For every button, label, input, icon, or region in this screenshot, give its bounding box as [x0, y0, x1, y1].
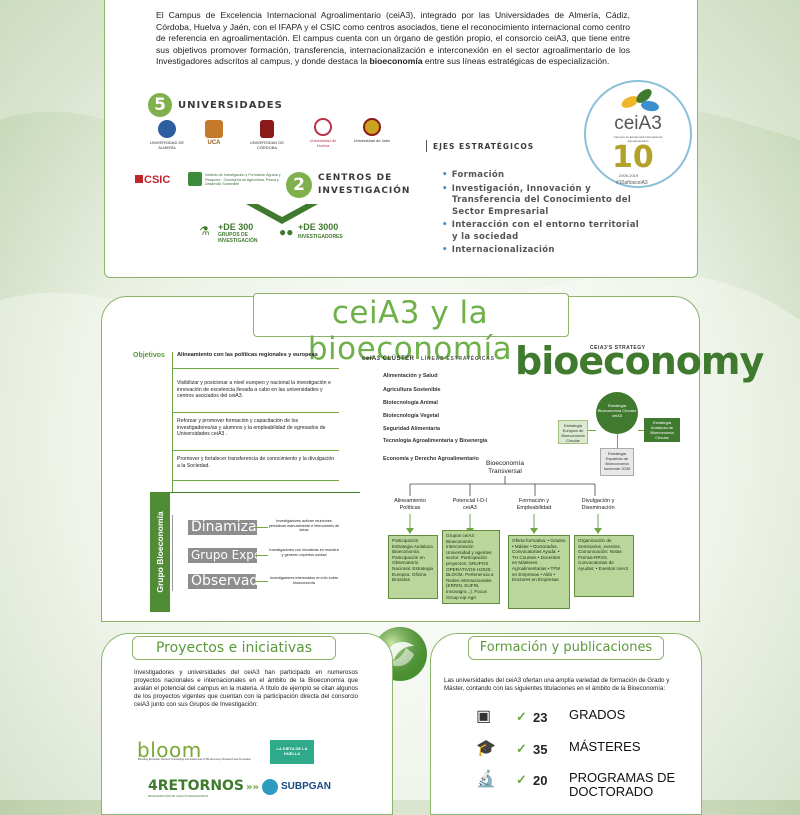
universidades-count: 5	[148, 93, 172, 117]
subpgan-globe-icon	[262, 779, 278, 795]
grupo-role: Observad	[188, 574, 257, 589]
investigadores-count: +DE 3000	[298, 222, 339, 232]
csic-logo: CSIC	[135, 174, 170, 186]
linea-item: Seguridad Alimentaria	[383, 426, 441, 432]
formacion-title: Formación y publicaciones	[468, 636, 664, 660]
linea-item: Biotecnología Vegetal	[383, 413, 440, 419]
subpgan-logo: SUBPGAN	[281, 781, 332, 792]
universidades-title: UNIVERSIDADES	[178, 100, 283, 111]
rama-box: Grupos ceiA3 Bioeconomía. Interconexión …	[442, 530, 500, 604]
microscope-icon: 🔬	[476, 771, 496, 788]
uni-huelva: Universidad de Huelva	[306, 118, 340, 148]
tree-connectors	[409, 476, 596, 496]
leaves-logo-icon	[621, 89, 659, 112]
graduation-cap-icon: 🎓	[476, 740, 496, 757]
check-icon: ✓	[516, 772, 527, 787]
proyectos-title: Proyectos e iniciativas	[132, 636, 336, 660]
anniversary-number: 10	[612, 140, 654, 175]
microscope-icon: ⚗	[199, 224, 210, 238]
ifapa-logo-icon	[188, 172, 202, 186]
4retornos-logo: 4RETORNOS»»	[148, 778, 259, 794]
intro-text: El Campus de Excelencia Internacional Ag…	[156, 10, 630, 67]
formacion-row: 🎓 ✓ 35 MÁSTERES	[476, 739, 641, 758]
uni-cordoba: UNIVERSIDAD DE CÓRDOBA	[242, 120, 292, 150]
rama-title: Potencial I-D-I ceiA3	[452, 498, 488, 511]
cadiz-logo-icon	[205, 120, 223, 138]
rama-box: Oferta formativa: • Grados • Máster • Do…	[508, 535, 570, 609]
presentation-icon: ▣	[476, 708, 492, 725]
linea-item: Economía y Derecho Agroalimentario	[383, 456, 479, 462]
objetivo-item: Reforzar y promover formación y capacita…	[177, 418, 326, 438]
grupos-count: +DE 300	[218, 222, 254, 232]
estrategia-center: Estrategia Bioeconomía Circular ceiA3	[596, 392, 638, 434]
cordoba-crest-icon	[260, 120, 274, 138]
eje-item: •Investigación, Innovación y Transferenc…	[442, 183, 632, 217]
formacion-panel	[430, 633, 702, 815]
grupo-role-desc: Investigadores interesados en info sobre…	[269, 576, 339, 585]
estrategia-espanola: Estrategia Española de Bioeconomía horiz…	[600, 448, 634, 476]
investigadores-label: INVESTIGADORES	[298, 234, 343, 240]
anniversary-hashtag: #10añosceiA3	[616, 180, 648, 186]
cluster-title: ceiA3 CLÚSTER	[362, 356, 415, 362]
proyectos-text: Investigadores y universidades del ceiA3…	[134, 669, 358, 708]
check-icon: ✓	[516, 741, 527, 756]
almeria-seal-icon	[158, 120, 176, 138]
objetivo-item: Visibilizar y posicionar a nivel europeo…	[177, 380, 331, 400]
la-dieta-de-la-huella-logo: LA DIETA DE LA HUELLA	[270, 740, 314, 764]
eje-item: •Interacción con el entorno territorial …	[442, 220, 640, 242]
ceia3-brand: ceiA3	[614, 113, 662, 134]
eje-item: •Internacionalización	[442, 245, 555, 255]
objetivo-item: Promover y fortalecer transferencia de c…	[177, 456, 335, 469]
estrategia-europea: Estrategia Europea de Bioeconomía Circul…	[558, 420, 588, 444]
ifapa-text: Instituto de Investigación y Formación A…	[205, 173, 281, 186]
chevron-down-icon	[246, 204, 318, 224]
eje-item: •Formación	[442, 170, 505, 180]
linea-item: Alimentación y Salud	[383, 373, 438, 379]
jaen-seal-icon	[363, 118, 381, 136]
huelva-seal-icon	[314, 118, 332, 136]
bioeconomy-logo: bioeconomy	[515, 339, 764, 383]
uni-cadiz: UCA	[198, 120, 230, 146]
proyectos-panel	[101, 633, 393, 815]
rama-title: Formación y Empleabilidad	[516, 498, 552, 511]
ceia3-tagline: Campus de Excelencia Internacional Agroa…	[613, 135, 663, 143]
formacion-row: ▣ ✓ 23 GRADOS	[476, 707, 626, 726]
estrategia-andaluza: Estrategia Andaluza de Bioeconomía Circu…	[644, 418, 680, 442]
objetivos-label: Objetivos	[133, 352, 165, 359]
objetivo-item: Alineamiento con las políticas regionale…	[177, 352, 318, 358]
rama-title: Divulgación y Diseminación	[581, 498, 615, 511]
check-icon: ✓	[516, 709, 527, 724]
rama-box: Participación Estrategia Andaluza Bioeco…	[388, 535, 438, 599]
people-icon: ●●	[279, 225, 294, 239]
formacion-row: 🔬 ✓ 20 PROGRAMAS DE DOCTORADO	[476, 770, 676, 799]
ceia3-badge: ceiA3 Campus de Excelencia Internacional…	[584, 80, 692, 188]
anniversary-years: 2009-2019	[619, 173, 639, 178]
transversal-node: Bioeconomía Transversal	[486, 460, 524, 475]
uni-almeria: UNIVERSIDAD DE ALMERÍA	[150, 120, 184, 150]
grupo-role-desc: Investigadores con iniciativas en muestr…	[269, 548, 339, 557]
rama-box: Organización de Seminarios, eventos. Com…	[574, 535, 634, 597]
ejes-list: •Formación •Investigación, Innovación y …	[442, 170, 642, 257]
rama-title: Alineamiento Políticas	[394, 498, 426, 511]
bioeconomy-tag: CEIA3'S STRATEGY	[590, 345, 646, 351]
4retornos-subtitle: REGENERACIÓN DE SUELOS DEGRADADOS	[148, 794, 209, 798]
linea-item: Biotecnología Animal	[383, 400, 438, 406]
formacion-text: Las universidades del ceiA3 ofertan una …	[444, 677, 670, 692]
centros-count: 2	[286, 172, 312, 198]
grupo-label: Grupo Bioeconomía ceiA3	[155, 511, 181, 593]
grupo-role: Grupo Expertos	[188, 548, 257, 563]
grupo-role-desc: Investigadores activan reuniones periódi…	[268, 519, 340, 533]
linea-item: Agricultura Sostenible	[383, 387, 441, 393]
bloom-subtitle: Boosting European Citizens' Knowledge an…	[138, 758, 252, 761]
page-title: ceiA3 y la bioeconomía	[307, 295, 513, 367]
ejes-title: EJES ESTRATÉGICOS	[433, 142, 535, 151]
linea-item: Tecnología Agroalimentaria y Bioenergía	[383, 438, 488, 444]
grupo-role: Dinamiza	[188, 520, 257, 535]
bloom-logo: bloom	[137, 738, 202, 762]
cluster-subtitle: LÍNEAS ESTRATÉGICAS	[421, 356, 495, 362]
tree-arrows	[406, 514, 602, 534]
uni-jaen: Universidad de Jaén	[352, 118, 392, 143]
